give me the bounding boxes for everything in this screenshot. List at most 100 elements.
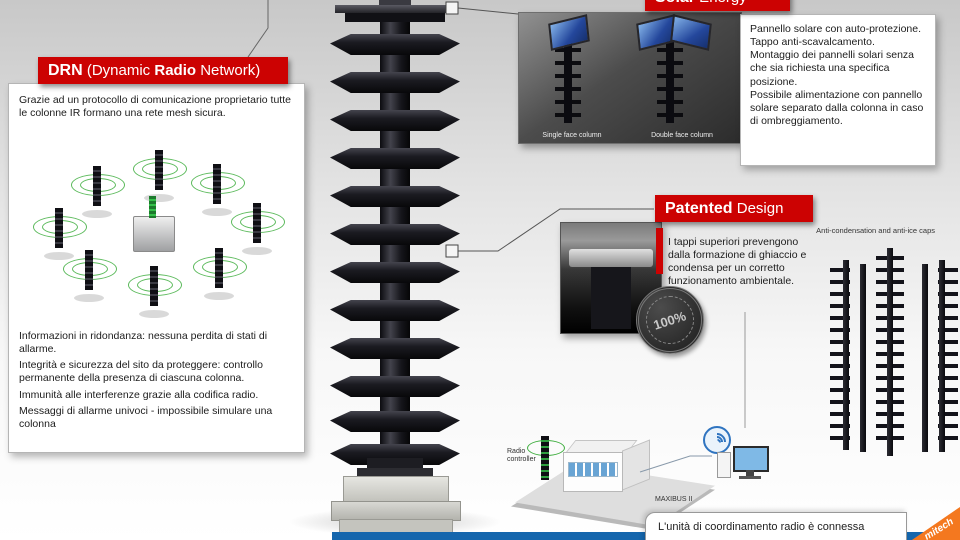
drn-title-bold2: Radio [154,62,197,79]
column-variant [830,260,850,450]
column-pole [843,260,849,450]
green-column-icon [149,196,156,218]
pc-tower-icon [717,452,731,478]
solar-banner-bold: Solar [655,0,695,6]
column-pole [666,31,674,123]
red-accent-bar [656,228,663,274]
plain-pole [922,264,928,452]
patented-banner-rest: Design [732,200,784,217]
column-fin [330,262,460,283]
security-column-illustration [287,0,503,540]
drn-intro-text: Grazie ad un protocollo di comunicazione… [19,94,291,120]
column-icon [213,164,221,204]
patented-caption: Anti-condensation and anti-ice caps [816,226,935,235]
footer-note-text: L'unità di coordinamento radio è conness… [658,521,865,533]
concrete-block [343,476,449,503]
node-shadow [202,208,232,216]
green-column-icon [541,436,549,480]
solar-line: Pannello solare con auto-protezione. [750,23,922,35]
column-fin [330,338,460,359]
mesh-node [189,164,245,220]
column-fin [330,186,460,207]
mesh-node [229,203,285,259]
monitor-stand [746,470,754,476]
drn-title-bold: DRN [48,62,83,79]
building-front [563,452,623,492]
drn-point: Messaggi di allarme univoci - impossibil… [19,404,273,430]
solar-line: Possibile alimentazione con pannello sol… [750,88,924,127]
solar-panels-image: Single face column Double face column [518,12,742,144]
radio-controller-label: Radio controller [507,448,536,464]
column-fin [330,34,460,55]
connector-line [247,0,269,58]
drn-banner: DRN (Dynamic Radio Network) [38,57,288,84]
drn-points: Informazioni in ridondanza: nessuna perd… [19,330,293,431]
column-icon [215,248,223,288]
column-fin [330,300,460,321]
hub-cube-icon [133,216,175,252]
product-lineup-illustration [828,246,960,462]
single-face-label: Single face column [542,132,602,139]
wifi-icon [703,426,731,454]
building-windows [568,462,618,477]
column-cap-shadow [345,13,445,22]
mesh-node [61,250,117,306]
solar-text-box: Pannello solare con auto-protezione. Tap… [740,14,936,166]
column-pole [939,260,945,452]
column-fin [330,148,460,169]
node-shadow [139,310,169,318]
drn-title-end: Network) [196,62,261,79]
node-shadow [204,292,234,300]
column-icon [85,250,93,290]
column-pole [564,31,572,123]
mesh-node [31,208,87,264]
patented-banner-bold: Patented [665,200,733,217]
drn-title-mid: (Dynamic [82,62,155,79]
brand-logo-text: mitech [922,516,956,540]
quality-stamp-icon: 100% [636,286,704,354]
drn-point: Integrità e sicurezza del sito da proteg… [19,359,263,385]
solar-banner-rest: Energy [695,0,747,6]
drn-point: Immunità alle interferenze grazie alla c… [19,388,259,401]
mesh-node [69,166,125,222]
mesh-node [191,248,247,304]
monitor-base [739,476,761,479]
solar-panel-icon [548,14,590,51]
column-fin [330,110,460,131]
solar-banner: Solar Energy [645,0,790,11]
stamp-inner-ring: 100% [646,296,694,344]
patented-text: I tappi superiori prevengono dalla forma… [668,236,807,288]
solar-line: Montaggio dei pannelli solari senza che … [750,49,915,88]
mesh-node [131,150,187,206]
column-variant [876,248,904,456]
column-icon [55,208,63,248]
solar-line: Tappo anti-scavalcamento. [750,36,875,49]
column-fin [330,376,460,397]
double-face-label: Double face column [651,132,713,139]
column-pole [591,267,631,329]
node-shadow [242,247,272,255]
column-fin [330,444,460,465]
drn-box: Grazie ad un protocollo di comunicazione… [8,83,305,453]
drn-point: Informazioni in ridondanza: nessuna perd… [19,330,268,356]
mesh-hub [133,196,189,256]
column-cap-plate [335,5,455,13]
maxibus-label: MAXIBUS II [655,496,693,503]
column-icon [155,150,163,190]
column-pole [887,248,893,456]
monitor-icon [733,446,769,472]
node-shadow [144,194,174,202]
column-fin [330,72,460,93]
footer-note-box: L'unità di coordinamento radio è conness… [645,512,907,540]
column-fin [330,411,460,432]
patented-banner: Patented Design [655,195,813,222]
column-icon [93,166,101,206]
column-fin [330,224,460,245]
column-icon [150,266,158,306]
plain-pole [860,264,866,452]
node-shadow [82,210,112,218]
stamp-text: 100% [651,307,689,333]
node-shadow [74,294,104,302]
connector-line [457,7,519,15]
